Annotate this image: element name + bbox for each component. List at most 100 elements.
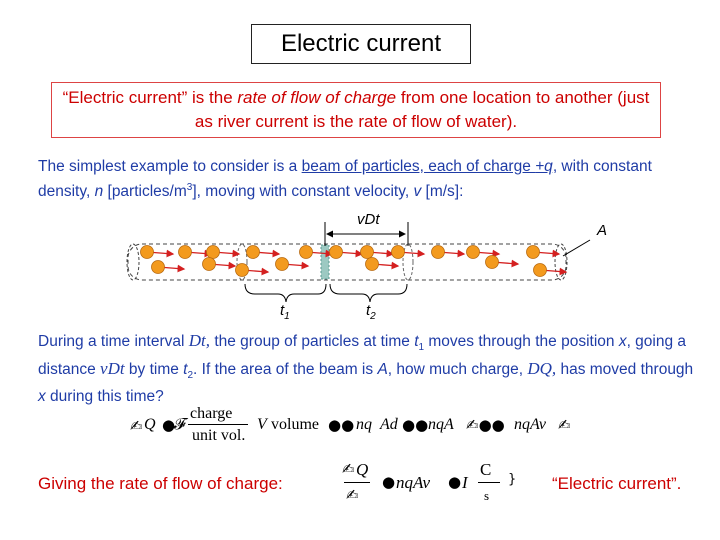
- particle: [526, 245, 540, 259]
- definition-part1: “Electric current” is the: [62, 88, 238, 107]
- p2-dt: Dt,: [188, 331, 211, 350]
- particle: [299, 245, 313, 259]
- p2-t2sub: 2: [187, 370, 194, 382]
- t1-label-sub: 1: [284, 311, 290, 322]
- particle: [485, 255, 499, 269]
- p1-v: v: [413, 183, 422, 201]
- ceq-Q: Q: [356, 460, 369, 479]
- t2-label-sub: 2: [370, 311, 376, 322]
- eq-term1: nq: [356, 416, 372, 433]
- particle: [360, 245, 374, 259]
- particle: [391, 245, 405, 259]
- p1-link-text: beam of particles, each of charge: [301, 158, 536, 175]
- beam-section-mid2: [402, 243, 414, 281]
- p1-t3: [particles/m: [103, 183, 187, 201]
- definition-part2: from one location to another (just as ri…: [194, 88, 650, 131]
- eq-term3: nqAv: [514, 416, 546, 433]
- area-pointer: [562, 239, 591, 257]
- particle: [235, 263, 249, 277]
- p2-a: During a time interval: [38, 333, 189, 350]
- particle: [246, 245, 260, 259]
- t1-label: t1: [280, 302, 290, 322]
- particle: [151, 260, 165, 274]
- p1-sup: 3: [186, 182, 193, 193]
- ceq-glyph-4: ●: [448, 473, 462, 491]
- definition-box: “Electric current” is the rate of flow o…: [51, 82, 661, 138]
- time-interval-paragraph: During a time interval Dt, the group of …: [38, 330, 698, 407]
- t1-label-base: t: [280, 302, 285, 319]
- particle: [466, 245, 480, 259]
- particle: [202, 257, 216, 271]
- slide-title: Electric current: [251, 24, 471, 64]
- eq-Ad: Ad: [380, 416, 398, 433]
- p1-t5: [m/s]:: [421, 183, 464, 201]
- eq-glyph-1: ✍: [130, 417, 143, 435]
- beam-section-mid1: [236, 243, 248, 281]
- particle: [533, 263, 547, 277]
- beam-end-right: [554, 243, 568, 281]
- eq-lhs: Q: [144, 416, 156, 433]
- eq-glyph-7: ✍: [558, 416, 571, 434]
- p2-dq: DQ,: [527, 359, 557, 379]
- p2-t1: t: [414, 333, 419, 350]
- area-label-text: A: [597, 222, 608, 239]
- ceq-fraction-bar: [344, 482, 370, 483]
- p1-t2: , with constant density,: [38, 158, 652, 201]
- p2-h: has moved through: [556, 361, 694, 379]
- particles-group: [140, 245, 568, 277]
- definition-emphasis: rate of flow of charge: [237, 88, 397, 107]
- rate-lead-text-value: Giving the rate of flow of charge:: [38, 474, 283, 493]
- particle: [178, 245, 192, 259]
- electric-current-label: “Electric current”.: [552, 474, 681, 494]
- current-equation: ✍ Q ✍ ● nqAv ● I C s }: [340, 460, 540, 510]
- intro-paragraph: The simplest example to consider is a be…: [38, 156, 698, 202]
- ceq-C: C: [480, 460, 492, 479]
- p2-x2: x: [38, 388, 46, 406]
- p1-t1: The simplest example to consider is a: [38, 158, 302, 175]
- particle: [329, 245, 343, 259]
- particle: [206, 245, 220, 259]
- p1-t4: ], moving with constant velocity,: [192, 183, 414, 201]
- eq-glyph-4: ●●: [328, 416, 355, 434]
- p2-t2: t: [183, 361, 188, 379]
- brace-t2: [329, 283, 408, 303]
- eq-glyph-2: ●: [162, 416, 176, 434]
- p1-q: +q: [535, 158, 553, 175]
- p1-n: n: [94, 183, 104, 201]
- p2-d: , going a distance: [38, 333, 687, 379]
- eq-term2: nqA: [428, 416, 454, 433]
- t2-label: t2: [366, 302, 376, 322]
- particle: [431, 245, 445, 259]
- vdt-label-text: vDt: [357, 211, 380, 228]
- particle: [140, 245, 154, 259]
- ceq-glyph-1: ✍: [342, 460, 355, 478]
- p2-b: the group of particles at time: [210, 333, 415, 350]
- eq-fraction-bar: [188, 424, 248, 425]
- eq-charge-text: charge: [190, 405, 233, 422]
- ceq-s: s: [484, 488, 490, 503]
- particle: [275, 257, 289, 271]
- p2-x: x: [618, 333, 627, 350]
- eq-glyph-3: 𝓕: [174, 416, 186, 433]
- beam-end-left: [126, 243, 140, 281]
- area-label: A: [597, 222, 607, 239]
- p2-vdt: vDt: [100, 359, 125, 379]
- vdt-label: vDt: [357, 211, 380, 228]
- particle: [365, 257, 379, 271]
- eq-glyph-6: ✍●●: [466, 416, 505, 434]
- slide-title-text: Electric current: [280, 30, 442, 57]
- ceq-unit-bar: [478, 482, 500, 483]
- p2-f: . If the area of the beam is: [193, 361, 378, 379]
- charge-equation: ✍ Q ● 𝓕 charge unit vol. V volume ●● nq …: [130, 405, 590, 445]
- p2-i: during this time?: [45, 388, 164, 406]
- ceq-nqAv: nqAv: [396, 473, 430, 492]
- p2-c: moves through the position: [424, 333, 619, 350]
- p1-link: beam of particles, each of charge +q: [302, 158, 553, 175]
- electric-current-label-text: “Electric current”.: [552, 474, 682, 493]
- cross-section-slab: [320, 244, 330, 280]
- ceq-bracket: }: [508, 472, 517, 487]
- p2-g: , how much charge,: [387, 361, 528, 379]
- eq-V: V: [257, 416, 267, 433]
- ceq-glyph-3: ●: [382, 473, 396, 491]
